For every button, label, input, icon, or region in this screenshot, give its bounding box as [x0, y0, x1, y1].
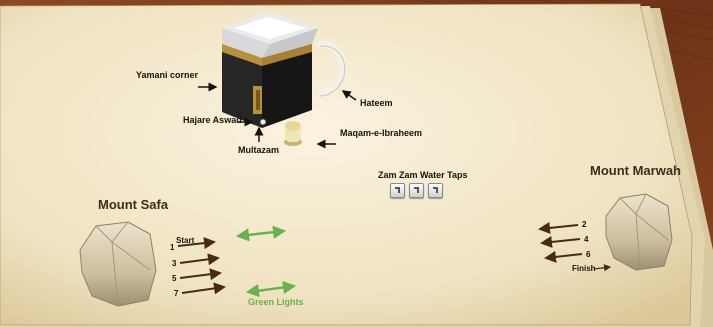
safa-lap-number: 3 — [172, 259, 176, 268]
rock-icon — [606, 194, 672, 270]
finish-label: Finish — [572, 264, 596, 273]
mount-marwah-label: Mount Marwah — [590, 163, 681, 178]
hateem-label: Hateem — [360, 98, 393, 108]
zam-zam-taps-label: Zam Zam Water Taps — [378, 170, 468, 180]
water-tap-icon — [390, 183, 405, 198]
water-tap-icon — [428, 183, 443, 198]
yamani-corner-label: Yamani corner — [136, 70, 198, 80]
maqam-e-ibraheem-label: Maqam-e-Ibraheem — [340, 128, 422, 138]
rock-icon — [80, 222, 156, 306]
mount-safa-label: Mount Safa — [98, 197, 168, 212]
kaaba-icon — [222, 12, 318, 128]
start-label: Start — [176, 236, 194, 245]
marwah-lap-number: 4 — [584, 235, 588, 244]
safa-lap-number: 7 — [174, 289, 178, 298]
safa-lap-number: 1 — [170, 243, 174, 252]
safa-lap-number: 5 — [172, 274, 176, 283]
hajare-aswad-label: Hajare Aswad — [183, 115, 242, 125]
marwah-lap-number: 6 — [586, 250, 590, 259]
marwah-lap-number: 2 — [582, 220, 586, 229]
green-lights-label: Green Lights — [248, 297, 304, 307]
multazam-label: Multazam — [238, 145, 279, 155]
water-tap-icon — [409, 183, 424, 198]
maqam-ibraheem-icon — [284, 121, 302, 146]
